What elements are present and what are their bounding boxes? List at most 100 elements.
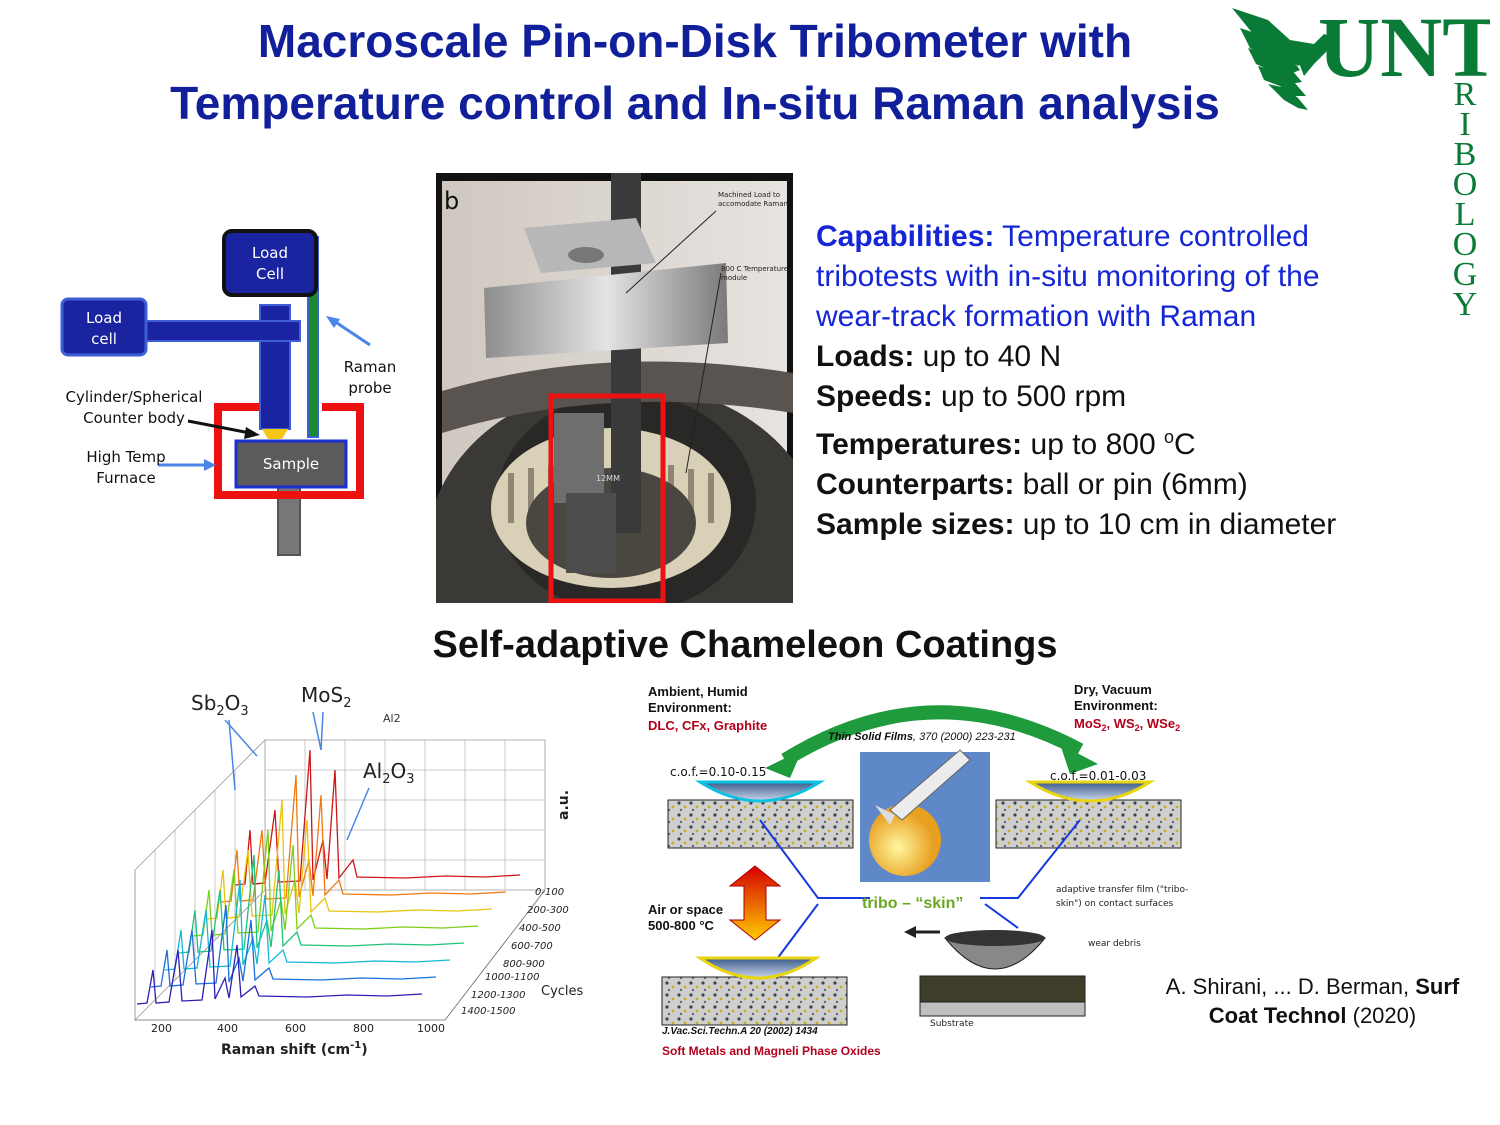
sample-label: Sample [262, 455, 320, 473]
title-line-2: Temperature control and In-situ Raman an… [170, 77, 1220, 129]
furnace-outline [214, 403, 364, 499]
label-line: Furnace [96, 469, 156, 487]
transfer-film-label: adaptive transfer film ("tribo- [1056, 885, 1188, 895]
raman-probe-label: Raman probe [330, 357, 410, 399]
jvac-ref: J.Vac.Sci.Techn.A 20 (2002) 1434 [662, 1026, 818, 1037]
cof-left: c.o.f.=0.10-0.15 [670, 765, 766, 779]
x-tick: 200 [151, 1022, 172, 1035]
dry-title: Environment: [1074, 698, 1158, 713]
dry-materials: MoS2, WS2, WSe2 [1074, 716, 1180, 733]
tribology-vertical: R I B O L O G Y [1442, 76, 1488, 323]
tribology-letter: O [1452, 166, 1478, 203]
x-tick: 800 [353, 1022, 374, 1035]
capabilities-label: Capabilities: [816, 220, 995, 253]
cycle-tick: 200-300 [527, 905, 569, 916]
title-line-1: Macroscale Pin-on-Disk Tribometer with [257, 15, 1133, 67]
citation-year: (2020) [1346, 1003, 1417, 1028]
photo-illustration: b Machined Load to accomodate Raman 800 … [426, 173, 826, 723]
counterparts-value: ball or pin (6mm) [1014, 468, 1248, 501]
tribology-letter: G [1452, 256, 1478, 293]
cof-right: c.o.f.=0.01-0.03 [1050, 769, 1146, 783]
soft-metals-label: Soft Metals and Magneli Phase Oxides [662, 1044, 881, 1058]
cycle-tick: 1200-1300 [471, 990, 526, 1001]
transfer-film-label: skin") on contact surfaces [1056, 899, 1173, 909]
chameleon-diagram: tribo – “skin” Ambient, Humid Environmen… [648, 682, 1188, 1058]
label-line: High Temp [86, 448, 166, 466]
journal-ref: Thin Solid Films, 370 (2000) 223-231 [828, 731, 1016, 743]
capabilities-text: wear-track formation with Raman [816, 300, 1257, 333]
tribology-letter: I [1459, 106, 1471, 143]
label-line: Load [252, 244, 288, 262]
capabilities-text: Temperature controlled [994, 220, 1309, 253]
tribology-letter: L [1454, 196, 1476, 233]
citation-journal: Coat Technol [1208, 1003, 1347, 1028]
tribology-letter: B [1453, 136, 1477, 173]
wear-debris-label: wear debris [1088, 939, 1141, 949]
photo-annotation: module [721, 274, 747, 282]
dry-title: Dry, Vacuum [1074, 682, 1152, 697]
furnace-label: High Temp Furnace [66, 447, 186, 489]
citation-journal: Surf [1415, 974, 1460, 999]
photo-annotation: accomodate Raman [718, 200, 788, 208]
tribology-letter: R [1453, 76, 1477, 113]
photo-annotation: 12MM [596, 474, 620, 483]
speeds-line: Speeds: up to 500 rpm [816, 377, 1436, 417]
section-title: Self-adaptive Chameleon Coatings [432, 624, 1058, 666]
temperatures-line: Temperatures: up to 800 oC [816, 417, 1436, 465]
citation-authors: A. Shirani, ... D. Berman, [1165, 974, 1416, 999]
temp-range-label: 500-800 °C [648, 918, 715, 933]
cycle-tick: 600-700 [511, 941, 553, 952]
speeds-value: up to 500 rpm [932, 380, 1127, 413]
label-line: Counter body [83, 409, 185, 427]
label-line: probe [348, 379, 392, 397]
sb2o3-label: Sb2O3 [191, 691, 249, 719]
load-cell-side-label: Load cell [62, 308, 146, 350]
sample-block [234, 439, 348, 489]
capabilities-block: Capabilities: Temperature controlled tri… [816, 217, 1436, 545]
label-line: Load [86, 309, 122, 327]
label-line: cell [91, 330, 117, 348]
capabilities-text: tribotests with in-situ monitoring of th… [816, 260, 1320, 293]
highlight-box [548, 393, 666, 604]
sample-sizes-value: up to 10 cm in diameter [1014, 508, 1337, 541]
unt-logo: UNT [1228, 0, 1500, 112]
label-line: Cell [255, 265, 285, 283]
counterparts-line: Counterparts: ball or pin (6mm) [816, 465, 1436, 505]
sample-sizes-line: Sample sizes: up to 10 cm in diameter [816, 505, 1436, 545]
cycle-tick: 0-100 [535, 887, 564, 898]
photo-annotation: 800 C Temperature [721, 265, 788, 273]
loads-value: up to 40 N [914, 340, 1062, 373]
cycle-tick: 1400-1500 [461, 1006, 516, 1017]
loads-line: Loads: up to 40 N [816, 337, 1436, 377]
al2-label: Al2 [383, 712, 401, 725]
x-tick: 600 [285, 1022, 306, 1035]
ambient-materials: DLC, CFx, Graphite [648, 718, 767, 733]
eagle-icon: UNT [1232, 0, 1500, 110]
degree-sup: o [1163, 427, 1174, 447]
al2o3-label: Al2O3 [363, 759, 415, 787]
y-axis-label: a.u. [556, 790, 572, 820]
cycles-label: Cycles [541, 984, 584, 999]
cycle-tick: 1000-1100 [485, 972, 540, 983]
unt-wordmark: UNT [1318, 0, 1490, 95]
sample-sizes-label: Sample sizes: [816, 508, 1015, 541]
load-cell-top-label: Load Cell [224, 243, 316, 285]
air-space-label: Air or space [648, 902, 723, 917]
mos2-label: MoS2 [301, 683, 351, 711]
substrate-label: Substrate [930, 1019, 974, 1029]
ambient-title: Environment: [648, 700, 732, 715]
loads-label: Loads: [816, 340, 915, 373]
panel-letter: b [444, 187, 459, 215]
cycle-tick: 800-900 [503, 959, 545, 970]
tribometer-photo: b Machined Load to accomodate Raman 800 … [426, 173, 826, 723]
citation: A. Shirani, ... D. Berman, Surf Coat Tec… [1150, 972, 1475, 1030]
raman-waterfall-chart: Sb2O3 MoS2 Al2O3 Al2 a.u. 200 400 600 80… [134, 683, 584, 1058]
tribometer-schematic [60, 229, 371, 556]
temperatures-label: Temperatures: [816, 428, 1023, 461]
label-line: Raman [343, 358, 397, 376]
tribology-letter: Y [1452, 286, 1478, 323]
capabilities-line: Capabilities: Temperature controlled [816, 217, 1436, 257]
temperatures-value: up to 800 [1022, 428, 1164, 461]
counterparts-label: Counterparts: [816, 468, 1015, 501]
cycle-tick: 400-500 [519, 923, 561, 934]
